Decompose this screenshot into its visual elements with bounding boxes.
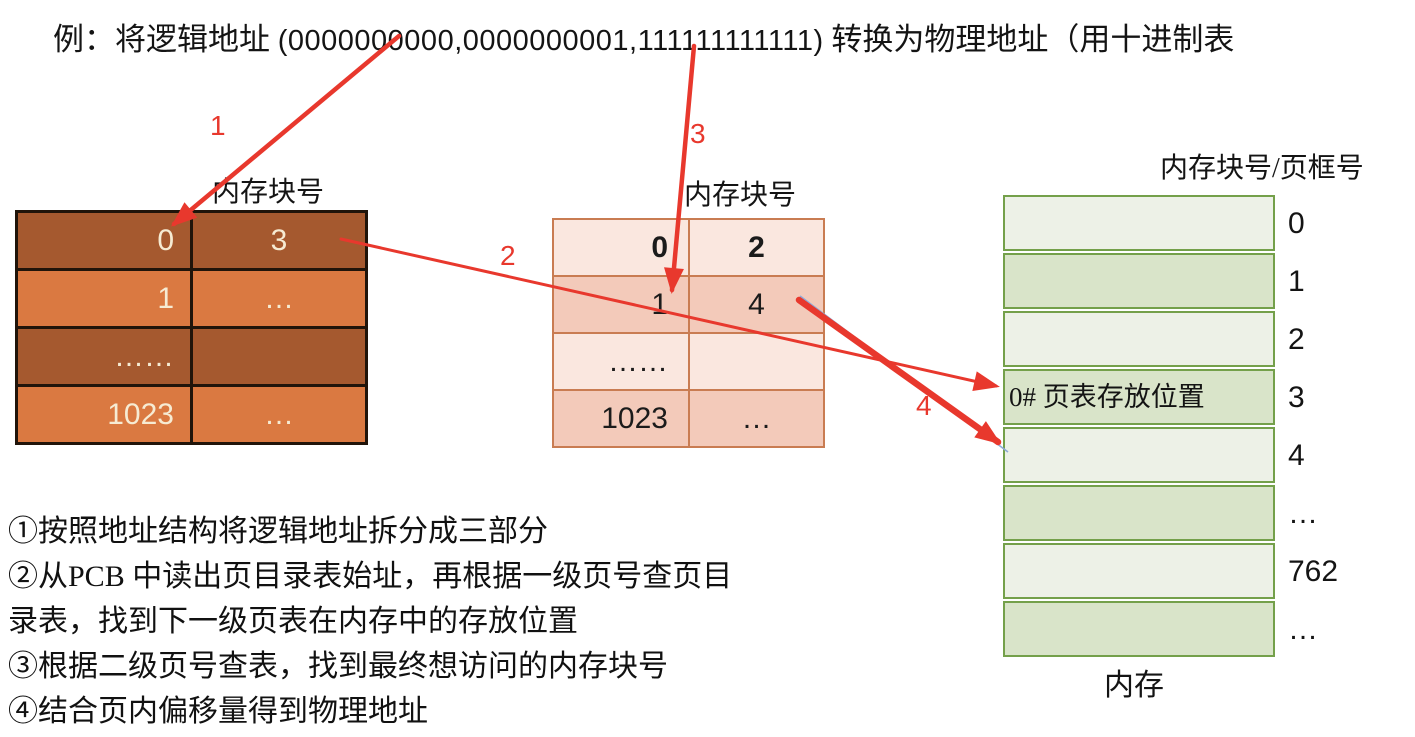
directory-cell-block: … [190,268,368,329]
memory-row [1003,253,1275,309]
frame-number-label: 4 [1288,439,1305,472]
directory-cell-block [190,326,368,387]
step-line: ③根据二级页号查表，找到最终想访问的内存块号 [8,650,668,683]
table-row: …… [552,332,825,391]
table-row: 1023 … [552,389,825,448]
page-directory-table: 0 3 1 … …… 1023 … [15,210,368,445]
frame-number-label: 2 [1288,323,1305,356]
title-suffix: 转换为物理地址（用十进制表 [823,22,1235,57]
frame-number-label: … [1288,497,1318,530]
pagetable-cell-index: 1023 [552,389,690,448]
table-row: 0 3 [15,210,368,271]
connector-line [799,295,1009,453]
pagetable-cell-index: …… [552,332,690,391]
directory-cell-index: 0 [15,210,193,271]
step-line: ①按照地址结构将逻辑地址拆分成三部分 [8,515,548,548]
frame-number-label: 762 [1288,555,1339,588]
arrow-1-label: 1 [210,110,226,141]
steps-text: ①按照地址结构将逻辑地址拆分成三部分 ②从PCB 中读出页目录表始址，再根据一级… [8,509,732,734]
pagetable-cell-block: 2 [688,218,825,277]
memory-caption: 内存 [1104,669,1164,702]
memory-row [1003,485,1275,541]
frame-number-label: … [1288,613,1318,646]
page-table-header: 内存块号 [684,180,797,211]
pagetable-cell-block: 4 [688,275,825,334]
second-level-page-table: 0 2 1 4 …… 1023 … [552,218,825,448]
pagetable-cell-block: … [688,389,825,448]
step-line: ④结合页内偏移量得到物理地址 [8,695,428,728]
memory-table: 0# 页表存放位置 [1003,195,1275,659]
frame-number-label: 0 [1288,207,1305,240]
arrow-4 [795,296,1002,446]
directory-cell-index: 1 [15,268,193,329]
table-row: 1023 … [15,384,368,445]
directory-cell-index: 1023 [15,384,193,445]
memory-row [1003,311,1275,367]
frame-number-label: 1 [1288,265,1305,298]
memory-row [1003,543,1275,599]
memory-row-page-table-location: 0# 页表存放位置 [1003,369,1275,425]
frame-number-label: 3 [1288,381,1305,414]
step-line: 录表，找到下一级页表在内存中的存放位置 [8,605,578,638]
table-row: 1 … [15,268,368,329]
step-line: ②从PCB 中读出页目录表始址，再根据一级页号查页目 [8,560,733,593]
memory-row [1003,427,1275,483]
table-row: 0 2 [552,218,825,277]
pagetable-cell-block [688,332,825,391]
directory-cell-block: … [190,384,368,445]
title-prefix: 例：将逻辑地址 [53,22,278,57]
table-row: 1 4 [552,275,825,334]
table-row: …… [15,326,368,387]
page-directory-header: 内存块号 [212,177,325,208]
arrow-2-label: 2 [500,240,516,271]
memory-header: 内存块号/页框号 [1160,153,1364,184]
memory-row [1003,195,1275,251]
pagetable-cell-index: 1 [552,275,690,334]
arrow-4-label: 4 [916,390,932,421]
directory-cell-block: 3 [190,210,368,271]
memory-row [1003,601,1275,657]
directory-cell-index: …… [15,326,193,387]
logical-address-value: (0000000000,0000000001,111111111111) [277,25,824,57]
pagetable-cell-index: 0 [552,218,690,277]
arrow-3-label: 3 [690,118,706,149]
page-title: 例：将逻辑地址 (0000000000,0000000001,111111111… [53,14,1234,59]
